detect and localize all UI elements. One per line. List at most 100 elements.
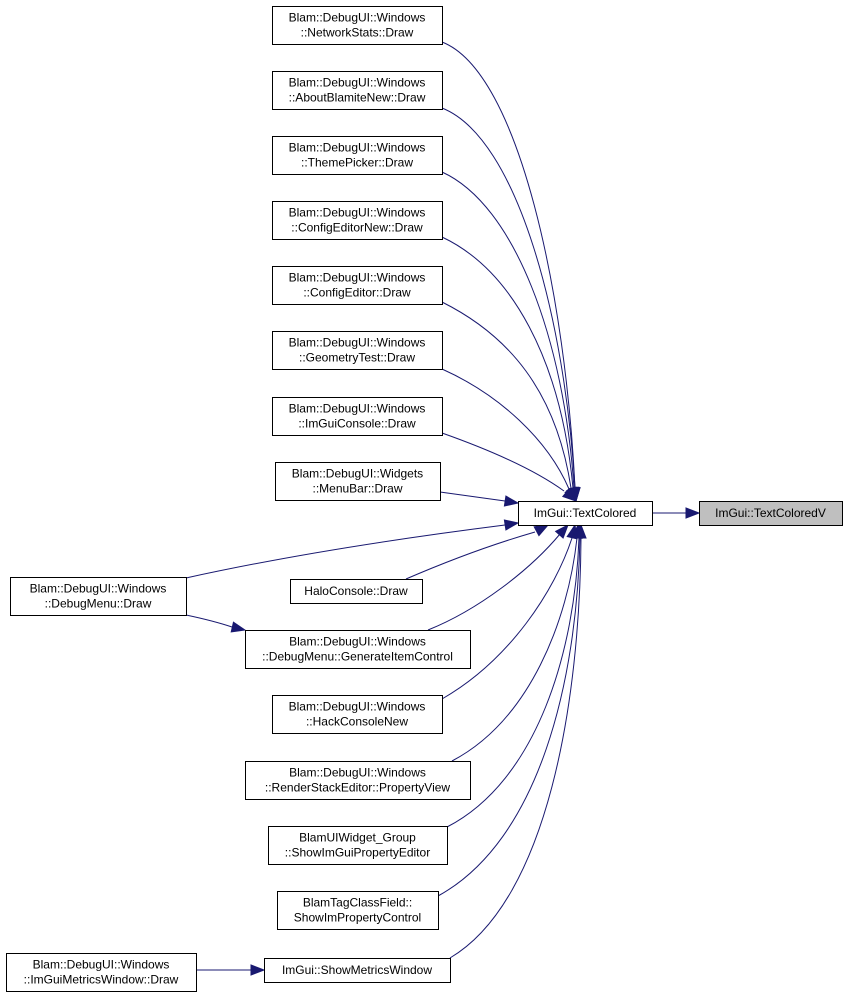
node-label: ::AboutBlamiteNew::Draw — [289, 91, 426, 105]
node-label: ::ImGuiConsole::Draw — [298, 417, 416, 431]
node-label: ::DebugMenu::GenerateItemControl — [262, 650, 453, 664]
node-widgetgroup[interactable]: BlamUIWidget_Group::ShowImGuiPropertyEdi… — [268, 826, 448, 865]
node-label: ShowImPropertyControl — [294, 911, 421, 925]
edge-arrowhead — [575, 523, 587, 539]
node-box[interactable] — [10, 577, 187, 616]
node-menubar[interactable]: Blam::DebugUI::Widgets::MenuBar::Draw — [275, 462, 441, 501]
node-box[interactable] — [272, 71, 443, 110]
node-label: Blam::DebugUI::Windows — [289, 271, 426, 285]
node-label: Blam::DebugUI::Windows — [289, 336, 426, 350]
node-label: BlamTagClassField:: — [303, 896, 412, 910]
node-box[interactable] — [245, 761, 471, 800]
node-configeditornew[interactable]: Blam::DebugUI::Windows::ConfigEditorNew:… — [272, 201, 443, 240]
edge-line — [185, 524, 506, 579]
node-label: Blam::DebugUI::Windows — [289, 402, 426, 416]
node-imguiconsole[interactable]: Blam::DebugUI::Windows::ImGuiConsole::Dr… — [272, 397, 443, 436]
edge-line — [427, 533, 561, 631]
node-renderstack[interactable]: Blam::DebugUI::Windows::RenderStackEdito… — [245, 761, 471, 800]
edge-line — [437, 537, 581, 897]
node-hackconsole[interactable]: Blam::DebugUI::Windows::HackConsoleNew — [272, 695, 443, 734]
node-box[interactable] — [290, 579, 423, 604]
edge-line — [441, 301, 572, 489]
edge-arrowhead — [554, 523, 569, 539]
node-box[interactable] — [272, 201, 443, 240]
edge-arrowhead — [250, 964, 266, 976]
edge-aboutblamite-to-textcolored — [441, 107, 581, 503]
node-label: ::MenuBar::Draw — [312, 482, 402, 496]
node-label: Blam::DebugUI::Windows — [289, 700, 426, 714]
edge-arrowhead — [533, 524, 550, 537]
node-themepicker[interactable]: Blam::DebugUI::Windows::ThemePicker::Dra… — [272, 136, 443, 175]
edge-metricsdraw-to-showmetrics — [196, 964, 266, 976]
node-label: BlamUIWidget_Group — [299, 831, 416, 845]
edge-configeditor-to-textcolored — [441, 301, 577, 503]
node-label: ::ImGuiMetricsWindow::Draw — [24, 973, 179, 987]
node-debugmenu[interactable]: Blam::DebugUI::Windows::DebugMenu::Draw — [10, 577, 187, 616]
edge-line — [441, 368, 570, 490]
node-label: Blam::DebugUI::Windows — [289, 11, 426, 25]
edge-line — [446, 537, 580, 828]
node-label: ::HackConsoleNew — [306, 715, 408, 729]
edge-debugmenu-to-textcolored — [185, 519, 520, 579]
node-box[interactable] — [277, 891, 439, 930]
node-generateitem[interactable]: Blam::DebugUI::Windows::DebugMenu::Gener… — [245, 630, 471, 669]
node-label: Blam::DebugUI::Windows — [33, 958, 170, 972]
edge-hackconsole-to-textcolored — [441, 523, 578, 700]
edge-line — [451, 537, 578, 762]
node-haloconsole[interactable]: HaloConsole::Draw — [290, 579, 423, 604]
edge-line — [441, 236, 574, 489]
node-label: Blam::DebugUI::Windows — [289, 635, 426, 649]
node-textcolored[interactable]: ImGui::TextColored — [518, 501, 653, 526]
edge-arrowhead — [503, 495, 520, 507]
node-tagclassfield[interactable]: BlamTagClassField::ShowImPropertyControl — [277, 891, 439, 930]
node-box[interactable] — [272, 397, 443, 436]
node-label: ImGui::ShowMetricsWindow — [282, 963, 432, 977]
edge-line — [185, 614, 233, 628]
edge-haloconsole-to-textcolored — [405, 524, 550, 580]
node-networkstats[interactable]: Blam::DebugUI::Windows::NetworkStats::Dr… — [272, 6, 443, 45]
node-box[interactable] — [272, 695, 443, 734]
node-configeditor[interactable]: Blam::DebugUI::Windows::ConfigEditor::Dr… — [272, 266, 443, 305]
edge-line — [439, 491, 506, 502]
node-box[interactable] — [699, 501, 843, 526]
node-box[interactable] — [518, 501, 653, 526]
node-aboutblamite[interactable]: Blam::DebugUI::Windows::AboutBlamiteNew:… — [272, 71, 443, 110]
node-box[interactable] — [245, 630, 471, 669]
node-label: Blam::DebugUI::Windows — [289, 141, 426, 155]
edge-networkstats-to-textcolored — [441, 41, 581, 503]
edge-showmetrics-to-textcolored — [449, 523, 587, 959]
node-label: ::ConfigEditorNew::Draw — [291, 221, 423, 235]
edge-arrowhead — [561, 487, 578, 502]
edge-themepicker-to-textcolored — [441, 171, 580, 503]
node-textcoloredv[interactable]: ImGui::TextColoredV — [699, 501, 843, 526]
node-label: ::ThemePicker::Draw — [301, 156, 413, 170]
node-geometrytest[interactable]: Blam::DebugUI::Windows::GeometryTest::Dr… — [272, 331, 443, 370]
node-box[interactable] — [6, 953, 197, 992]
edge-line — [449, 537, 582, 959]
edge-imguiconsole-to-textcolored — [441, 432, 578, 502]
node-box[interactable] — [272, 6, 443, 45]
node-box[interactable] — [272, 331, 443, 370]
node-label: ::DebugMenu::Draw — [45, 597, 152, 611]
node-showmetrics[interactable]: ImGui::ShowMetricsWindow — [264, 958, 451, 983]
edge-arrowhead — [230, 621, 247, 633]
node-box[interactable] — [272, 266, 443, 305]
edge-menubar-to-textcolored — [439, 491, 520, 507]
node-label: ::GeometryTest::Draw — [299, 351, 415, 365]
node-label: Blam::DebugUI::Windows — [289, 766, 426, 780]
node-box[interactable] — [272, 136, 443, 175]
node-box[interactable] — [275, 462, 441, 501]
edge-geometrytest-to-textcolored — [441, 368, 577, 503]
node-box[interactable] — [264, 958, 451, 983]
edge-line — [405, 531, 536, 580]
edge-arrowhead — [503, 519, 520, 531]
node-label: HaloConsole::Draw — [304, 584, 408, 598]
node-metricsdraw[interactable]: Blam::DebugUI::Windows::ImGuiMetricsWind… — [6, 953, 197, 992]
node-label: ImGui::TextColoredV — [715, 506, 826, 520]
node-label: ImGui::TextColored — [534, 506, 637, 520]
edge-line — [441, 432, 565, 492]
node-box[interactable] — [268, 826, 448, 865]
edge-line — [441, 171, 575, 489]
node-label: Blam::DebugUI::Windows — [289, 76, 426, 90]
